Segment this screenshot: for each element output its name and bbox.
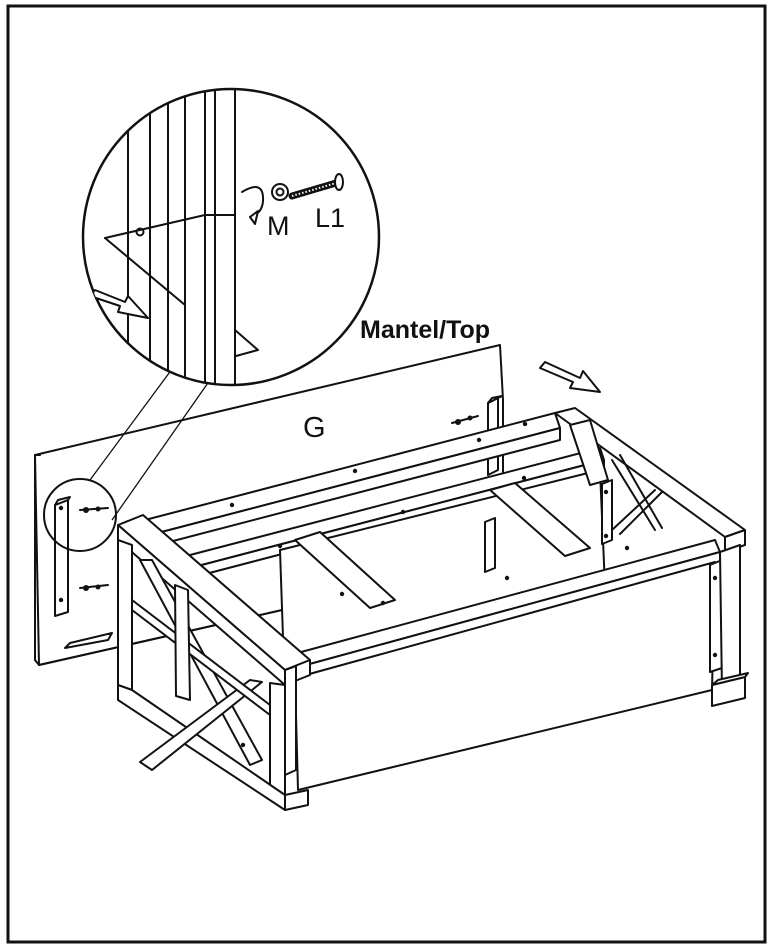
screw-holes [58,421,718,748]
washer-icon [271,183,289,201]
inner-posts [484,479,723,673]
washer-label: M [267,211,290,241]
left-end-frame [117,514,311,811]
bolt-label: L1 [315,203,345,233]
right-end-frame [554,407,749,707]
screw-pair-right [451,415,479,425]
page-border [6,4,767,944]
inner-braces [294,482,591,609]
left-rail [54,496,113,649]
screw-pair-left [79,506,109,591]
mantel-top-label: Mantel/Top [360,316,490,344]
zoom-detail: M L1 [81,87,381,387]
bolt-icon [288,173,344,200]
arrow-direction-icon [539,361,601,393]
panel-g-label: G [303,412,326,444]
